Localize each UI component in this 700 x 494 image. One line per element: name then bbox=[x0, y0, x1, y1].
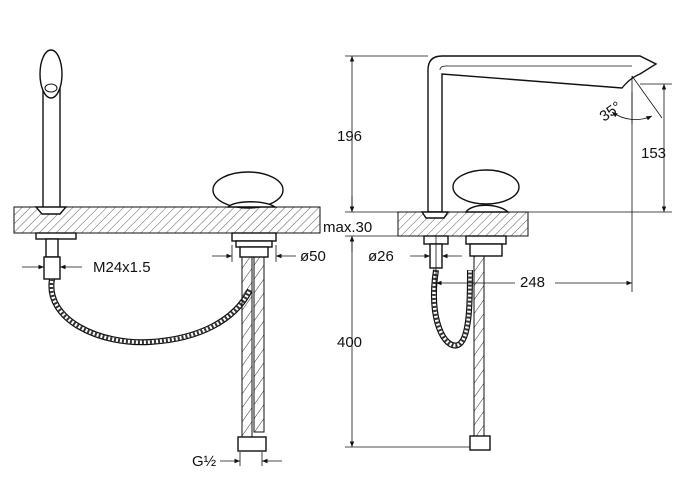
valve-body-left bbox=[235, 240, 273, 248]
spout-nut bbox=[35, 232, 77, 240]
left-view: M24x1.5 ø50 G½ bbox=[13, 49, 326, 470]
countertop-left bbox=[13, 206, 321, 234]
hose-vertical-left-2 bbox=[253, 256, 265, 433]
spout-column-side bbox=[42, 81, 61, 211]
valve-base-left bbox=[226, 201, 278, 208]
valve-knob-left bbox=[212, 171, 284, 209]
dim-d50-label: ø50 bbox=[300, 248, 326, 265]
spout-profile bbox=[427, 55, 658, 213]
hose-loop-left bbox=[48, 278, 253, 346]
valve-knob-right bbox=[452, 169, 520, 205]
countertop-right bbox=[397, 211, 529, 237]
hose-fitting-right bbox=[469, 435, 491, 451]
valve-nut-left bbox=[231, 232, 277, 242]
spout-flange bbox=[34, 206, 68, 215]
spout-flange-right bbox=[420, 211, 450, 219]
valve-connector-left bbox=[239, 246, 269, 258]
valve-body-right bbox=[469, 243, 503, 257]
hose-vertical-left-1 bbox=[241, 256, 253, 438]
dim-248-label: 248 bbox=[520, 274, 545, 291]
spout-head-side bbox=[39, 49, 63, 99]
spout-shank bbox=[45, 238, 59, 258]
dim-d26-label: ø26 bbox=[368, 248, 394, 265]
dim-max30-label: max.30 bbox=[323, 219, 372, 236]
right-view: 196 max.30 400 ø26 248 153 35° bbox=[323, 55, 672, 451]
valve-base-right bbox=[464, 204, 510, 213]
dim-153-label: 153 bbox=[641, 145, 666, 162]
dim-400-label: 400 bbox=[337, 334, 362, 351]
dim-196-label: 196 bbox=[337, 128, 362, 145]
dim-g12-label: G½ bbox=[192, 453, 217, 470]
spout-connector bbox=[43, 256, 61, 280]
valve-nut-right bbox=[465, 235, 507, 245]
dim-m24-label: M24x1.5 bbox=[93, 259, 151, 276]
dim-angle35-label: 35° bbox=[597, 98, 625, 125]
hose-fitting-left bbox=[237, 436, 267, 452]
